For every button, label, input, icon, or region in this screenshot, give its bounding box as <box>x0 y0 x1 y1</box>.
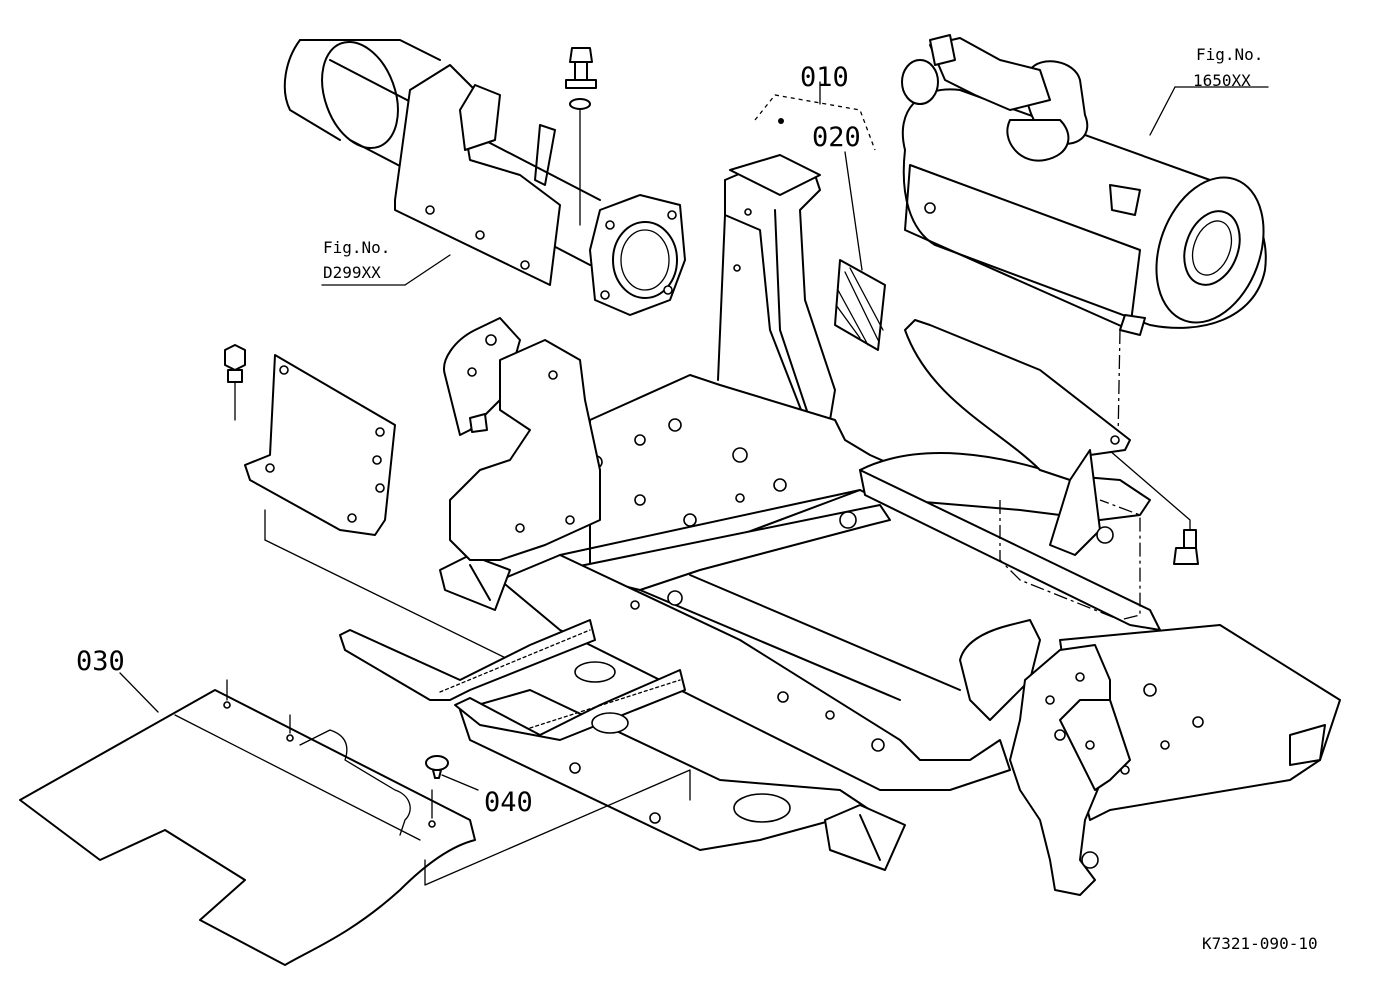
floor-mat-030 <box>19 672 691 966</box>
callout-020: 020 <box>812 122 861 153</box>
figref-left-number: D299XX <box>323 263 381 282</box>
figref-right-number: 1650XX <box>1193 71 1251 90</box>
clip-040 <box>425 755 479 791</box>
front-step-bar <box>339 619 686 741</box>
callout-030: 030 <box>76 646 125 677</box>
left-muffler-assembly <box>283 39 686 316</box>
callout-010: 010 <box>800 62 849 93</box>
left-upright-bracket <box>443 317 601 561</box>
decal-020 <box>834 151 886 351</box>
drawing-code: K7321-090-10 <box>1202 934 1318 953</box>
bolt-washer-top <box>565 47 597 226</box>
figref-right-title: Fig.No. <box>1196 45 1264 64</box>
right-muffler-assembly <box>901 34 1269 441</box>
right-bolt <box>1079 424 1199 565</box>
vertical-bracket-010 <box>717 154 836 421</box>
rear-bracket <box>904 319 1141 621</box>
part-010-leader <box>754 81 876 151</box>
left-mount-plate <box>224 344 521 666</box>
callout-040: 040 <box>484 787 533 818</box>
figref-left-title: Fig.No. <box>323 238 391 257</box>
figref-leaders <box>321 254 451 286</box>
right-upright-bracket <box>959 619 1131 896</box>
